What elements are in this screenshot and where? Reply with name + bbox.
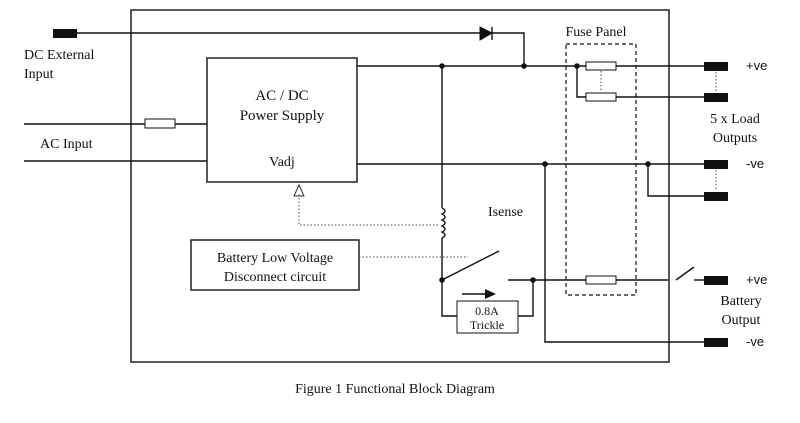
fuse-branch — [576, 66, 586, 98]
power-supply-label-1: AC / DC — [255, 88, 308, 104]
power-supply-label-2: Power Supply — [240, 108, 325, 124]
ac-input-fuse — [144, 118, 176, 129]
battery-negative-label: -ve — [746, 334, 764, 349]
vadj-label: Vadj — [269, 155, 295, 170]
battery-low-label-2: Disconnect circuit — [224, 270, 326, 285]
battery-low-block — [190, 239, 360, 291]
load-positive-label: +ve — [746, 58, 767, 73]
dc-input-terminal — [53, 29, 77, 38]
battery-output-label-2: Output — [722, 313, 761, 328]
load-fuse-2 — [585, 92, 617, 102]
load-positive-terminal-1 — [704, 62, 728, 71]
trickle-arrow-head — [485, 289, 496, 299]
fuse-panel-label: Fuse Panel — [565, 25, 626, 40]
load-positive-terminal-2 — [704, 93, 728, 102]
load-negative-terminal-1 — [704, 160, 728, 169]
battery-switch-arm — [675, 266, 695, 281]
trickle-wire-out — [518, 280, 534, 317]
dc-input-label-2: Input — [24, 67, 54, 82]
trickle-label-1: 0.8A — [475, 304, 499, 318]
enclosure-box — [130, 9, 670, 363]
positive-node-2 — [521, 63, 527, 69]
disconnect-switch-arm — [441, 250, 500, 281]
negative-battery-wire — [544, 164, 704, 343]
battery-output-label-1: Battery — [720, 294, 761, 309]
vadj-control-dots — [298, 194, 438, 226]
battery-positive-terminal — [704, 276, 728, 285]
trickle-label-2: Trickle — [470, 318, 504, 332]
battery-fuse — [585, 275, 617, 285]
trickle-wire — [441, 280, 457, 317]
diode-output-wire — [492, 32, 525, 66]
power-supply-block — [206, 57, 358, 183]
diode-symbol — [479, 26, 494, 41]
battery-low-label-1: Battery Low Voltage — [217, 251, 333, 266]
fuse-panel-outline — [565, 43, 637, 296]
negative-load-branch — [647, 164, 704, 197]
ac-input-label: AC Input — [40, 137, 93, 152]
load-outputs-label-1: 5 x Load — [710, 112, 760, 127]
isense-coil — [440, 207, 446, 239]
battery-positive-label: +ve — [746, 272, 767, 287]
load-fuse-1 — [585, 61, 617, 71]
load-outputs-label-2: Outputs — [713, 131, 757, 146]
dc-input-label-1: DC External — [24, 48, 94, 63]
trickle-block — [456, 300, 519, 334]
load-negative-label: -ve — [746, 156, 764, 171]
figure-caption: Figure 1 Functional Block Diagram — [295, 382, 495, 397]
load-negative-terminal-2 — [704, 192, 728, 201]
battery-negative-terminal — [704, 338, 728, 347]
isense-label: Isense — [488, 205, 523, 220]
vadj-arrow — [293, 183, 305, 197]
